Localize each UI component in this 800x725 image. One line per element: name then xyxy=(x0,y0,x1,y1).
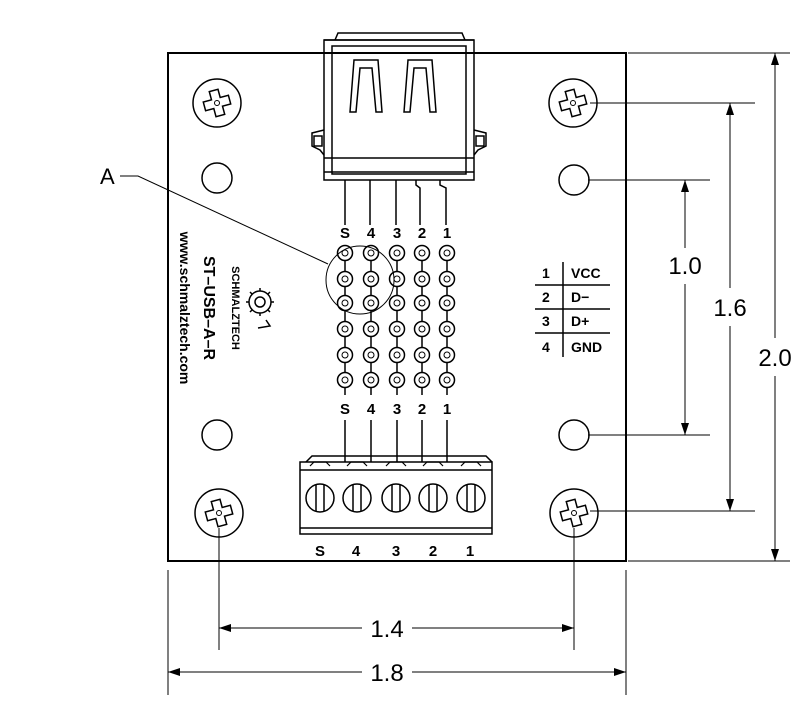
pad-hole xyxy=(367,249,375,257)
pad-hole xyxy=(341,275,349,283)
pad-hole xyxy=(393,351,401,359)
pad-hole xyxy=(418,275,426,283)
callout-label: A xyxy=(100,164,115,189)
pin-table-num: 4 xyxy=(542,339,550,355)
pad-hole xyxy=(367,299,375,307)
pad-hole xyxy=(418,351,426,359)
terminal-screw xyxy=(305,461,335,513)
pin-label-bottom: 3 xyxy=(392,543,400,560)
phillips-screw-icon xyxy=(549,488,599,538)
hole-bottom-right xyxy=(558,419,590,451)
pin-table-name: GND xyxy=(571,339,602,355)
pin-label-bottom: 2 xyxy=(429,543,437,560)
dim-1-0: 1.0 xyxy=(668,253,701,280)
pin-label-mid: S xyxy=(340,401,350,418)
pad-hole xyxy=(393,376,401,384)
pin-labels-bottom: S 4 3 2 1 xyxy=(315,543,474,560)
logo-gear-icon xyxy=(246,288,274,329)
board-website: www.schmalztech.com xyxy=(177,231,193,385)
terminal-leads xyxy=(344,420,448,462)
pin-table-num: 2 xyxy=(542,289,550,305)
pad-hole xyxy=(393,249,401,257)
pin-label-bottom: 4 xyxy=(352,543,361,560)
usb-a-connector xyxy=(311,32,487,181)
pin-table-name: VCC xyxy=(571,265,601,281)
pad-hole xyxy=(341,376,349,384)
pad-hole xyxy=(443,325,451,333)
pad-hole xyxy=(443,275,451,283)
pad-hole xyxy=(367,275,375,283)
pin-table: 1 VCC 2 D− 3 D+ 4 GND xyxy=(535,262,610,357)
pad-hole xyxy=(418,299,426,307)
dimension-values: 1.0 1.6 2.0 1.4 1.8 xyxy=(370,253,791,687)
usb-leads xyxy=(344,180,447,225)
pad-hole xyxy=(367,376,375,384)
pin-labels-top: S 4 3 2 1 xyxy=(340,225,451,242)
pin-label-mid: 1 xyxy=(443,401,451,418)
pad-hole xyxy=(418,376,426,384)
pad-hole xyxy=(393,299,401,307)
pin-table-num: 3 xyxy=(542,313,550,329)
hole-top-left xyxy=(201,162,233,194)
pad-hole xyxy=(341,299,349,307)
pad-hole xyxy=(443,299,451,307)
phillips-screw-icon xyxy=(194,488,244,538)
pad-hole xyxy=(418,325,426,333)
pad-hole xyxy=(393,325,401,333)
pad-hole xyxy=(418,249,426,257)
pad-hole xyxy=(443,376,451,384)
pad-hole xyxy=(367,351,375,359)
phillips-screw-icon xyxy=(192,78,242,128)
pin-label-top: 3 xyxy=(393,225,401,242)
mounting-screws xyxy=(192,78,599,538)
pin-table-num: 1 xyxy=(542,265,550,281)
dim-2-0: 2.0 xyxy=(758,345,791,372)
callout-a: A xyxy=(100,164,395,315)
pin-label-top: S xyxy=(340,225,350,242)
pin-label-top: 2 xyxy=(418,225,426,242)
pad-columns xyxy=(336,244,456,395)
pin-table-name: D+ xyxy=(571,313,589,329)
terminal-screw xyxy=(342,461,372,513)
pin-label-mid: 4 xyxy=(367,401,376,418)
pin-label-top: 1 xyxy=(443,225,451,242)
pin-labels-mid: S 4 3 2 1 xyxy=(340,401,451,418)
dim-1-4: 1.4 xyxy=(370,616,403,643)
terminal-screw xyxy=(418,461,448,513)
board-brand: SCHMALZTECH xyxy=(229,266,241,350)
mounting-holes xyxy=(201,162,590,451)
pin-table-name: D− xyxy=(571,289,589,305)
terminal-screw xyxy=(456,461,486,513)
dim-1-8: 1.8 xyxy=(370,660,403,687)
pad-hole xyxy=(443,249,451,257)
pad-hole xyxy=(341,325,349,333)
pad-hole xyxy=(443,351,451,359)
hole-bottom-left xyxy=(201,419,233,451)
terminal-screws xyxy=(305,461,486,513)
board-model: ST–USB–A–R xyxy=(200,256,217,360)
pin-label-mid: 2 xyxy=(418,401,426,418)
pad-hole xyxy=(393,275,401,283)
terminal-screw xyxy=(381,461,411,513)
pin-label-mid: 3 xyxy=(393,401,401,418)
dim-1-6: 1.6 xyxy=(713,295,746,322)
pin-label-bottom: 1 xyxy=(466,543,474,560)
board-silkscreen-text: SCHMALZTECH ST–USB–A–R www.schmalztech.c… xyxy=(177,231,241,385)
dimension-arrows xyxy=(168,53,779,676)
hole-top-right xyxy=(558,164,590,196)
pad-hole xyxy=(367,325,375,333)
pad-hole xyxy=(341,351,349,359)
pin-label-bottom: S xyxy=(315,543,325,560)
phillips-screw-icon xyxy=(548,78,598,128)
pad-hole xyxy=(341,249,349,257)
pin-label-top: 4 xyxy=(367,225,376,242)
